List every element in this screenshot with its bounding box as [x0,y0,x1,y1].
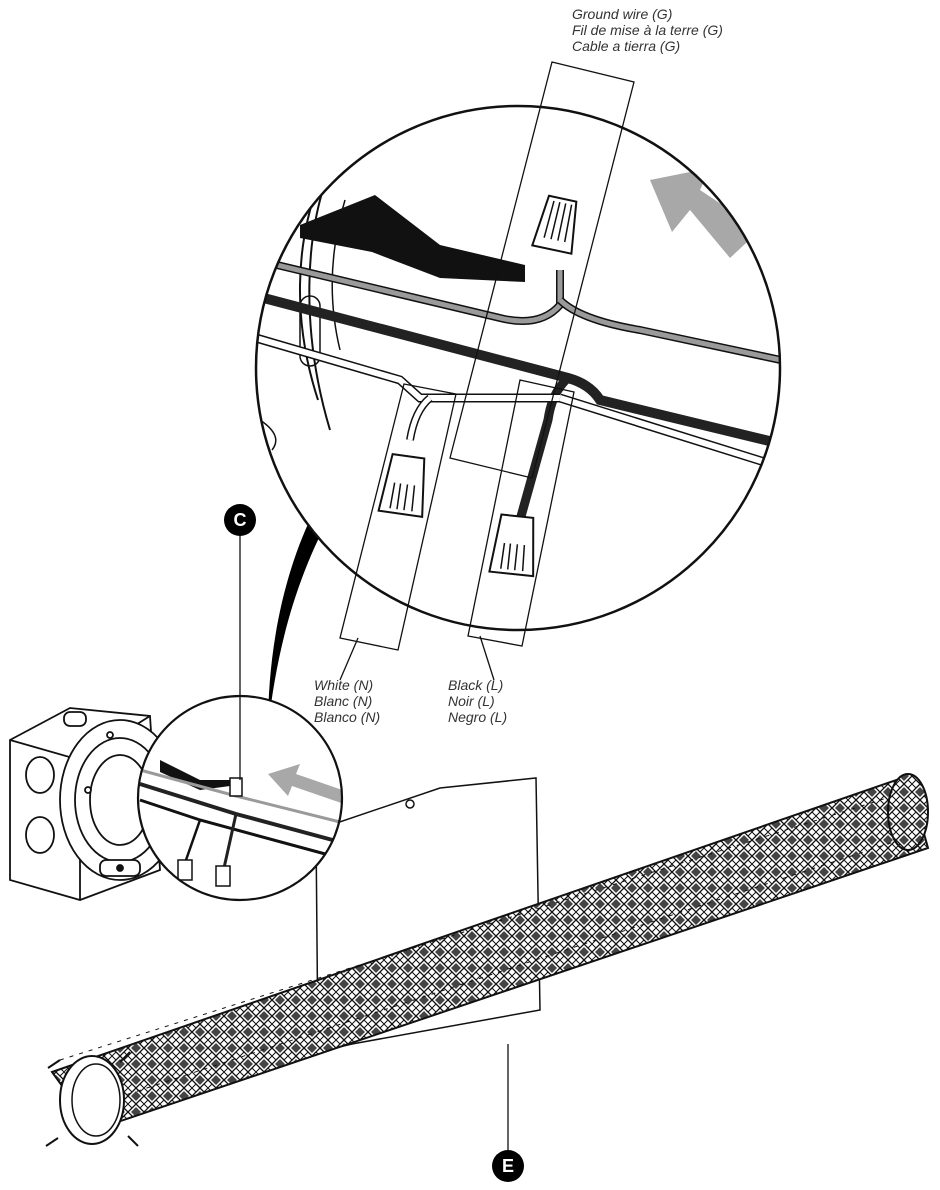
neutral-label-en: White (N) [314,677,374,693]
neutral-label-es: Blanco (N) [314,709,381,725]
neutral-wire-label: White (N) Blanc (N) Blanco (N) [314,677,380,725]
ground-wire-nut [530,194,578,255]
ground-label-es: Cable a tierra (G) [572,38,681,54]
callout-c-letter: C [233,510,247,530]
callout-e-letter: E [501,1156,514,1176]
live-label-fr: Noir (L) [448,693,495,709]
direction-arrow-large [650,168,760,258]
ground-wire-label: Ground wire (G) Fil de mise à la terre (… [572,6,723,54]
ground-label-en: Ground wire (G) [572,6,673,22]
live-wire-nut [488,513,535,578]
ground-label-frame [449,61,635,479]
live-label-es: Negro (L) [448,709,508,725]
callout-e-badge: E [492,1150,524,1182]
neutral-wire-nut [377,452,426,518]
magnified-detail-small [138,696,342,900]
live-label-en: Black (L) [448,677,504,693]
callout-c-badge: C [224,504,256,536]
direction-arrow-small [268,764,342,808]
heating-coil [45,773,930,1147]
live-label-frame [467,379,575,647]
live-wire-label: Black (L) Noir (L) Negro (L) [448,677,507,725]
magnified-wiring-view [256,106,780,630]
neutral-label-fr: Blanc (N) [314,693,373,709]
ground-label-fr: Fil de mise à la terre (G) [572,22,723,38]
neutral-label-frame [339,383,457,651]
